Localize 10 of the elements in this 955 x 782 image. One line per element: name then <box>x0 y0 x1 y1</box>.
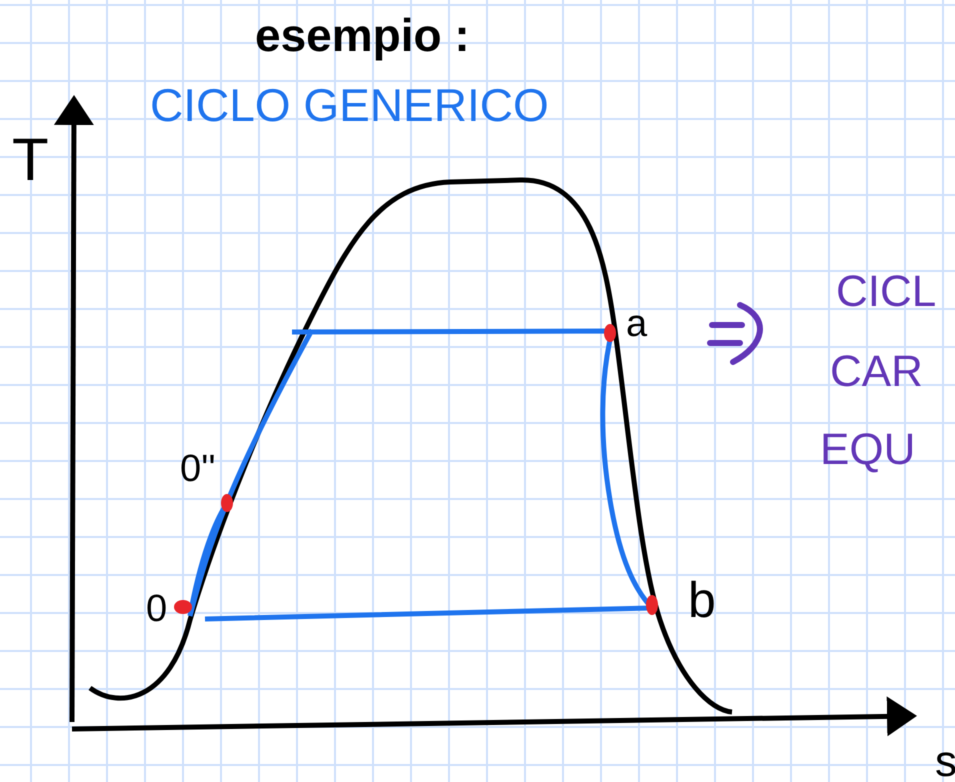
subtitle: CICLO GENERICO <box>150 82 549 128</box>
axis-label: T <box>12 130 49 190</box>
point-label: b <box>688 575 716 625</box>
point-label: 0'' <box>180 450 216 488</box>
point-label: a <box>626 305 648 343</box>
point-label: 0 <box>146 590 168 628</box>
title: esempio : <box>255 12 470 58</box>
side-note: EQU <box>820 428 916 472</box>
side-note: CAR <box>830 350 923 394</box>
side-note: CICL <box>836 270 936 314</box>
